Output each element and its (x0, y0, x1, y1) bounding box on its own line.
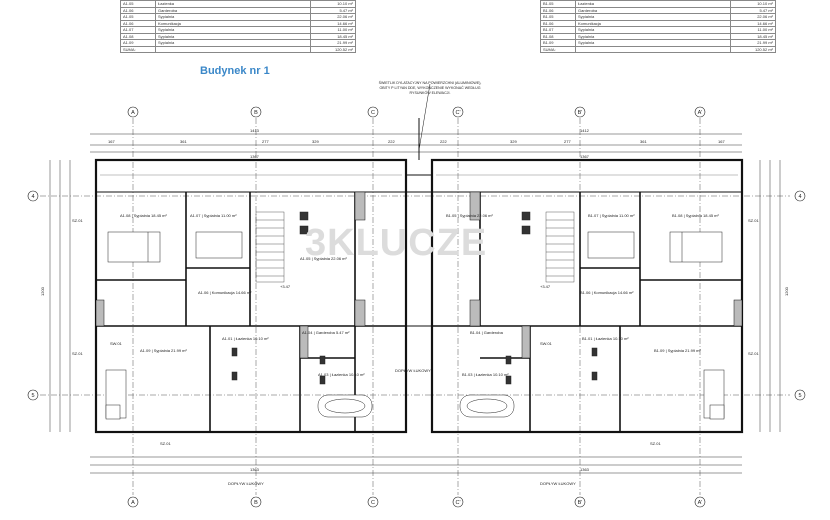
room-label: A1.04 | Garderoba 5.47 m² (302, 330, 350, 335)
room-label: B1.07 | Sypialnia 11.00 m² (588, 213, 635, 218)
skylight-note-line: RYSUNKÓW ELEWACJI. (410, 90, 451, 95)
axis-label: 5 (798, 393, 801, 399)
element-tag: SZ.01 (748, 351, 759, 356)
dimensions-top (90, 133, 742, 153)
bathtub-icon (317, 394, 373, 418)
dimension-text: 361 (180, 139, 187, 144)
axis-label: B' (578, 110, 583, 116)
room-label: A1.01 | Łazienka 10.10 m² (222, 336, 269, 341)
bed-icon (587, 231, 725, 420)
element-tag: SW.01 (540, 341, 553, 346)
room-label: B1.01 | Łazienka 10.10 m² (582, 336, 629, 341)
room-label: B1.03 | Łazienka 10.10 m² (462, 372, 509, 377)
room-label: B1.09 | Sypialnia 21.99 m² (654, 348, 702, 353)
room-label: B1.06 | Komunikacja 14.66 m² (580, 290, 634, 295)
room-label: B1.05 | Sypialnia 22.06 m² (446, 213, 494, 218)
dimension-text: 167 (108, 139, 115, 144)
dimension-text: 1363 (580, 467, 590, 472)
schedule-sum-row: SUMA:120.52 m² (540, 45, 776, 53)
axis-label: A' (698, 110, 703, 116)
dimension-text: 222 (440, 139, 447, 144)
element-tag: SZ.01 (748, 218, 759, 223)
schedule-sum-value: 120.52 m² (310, 45, 356, 53)
dimension-text: 1413 (250, 128, 260, 133)
dimension-text: 329 (312, 139, 319, 144)
axis-label: C' (455, 500, 460, 506)
element-tag: SZ.01 (72, 351, 83, 356)
element-tag: SZ.01 (160, 441, 171, 446)
axis-label: B (254, 110, 258, 116)
schedule-cell: 5.47 m² (310, 6, 356, 14)
axis-label: A' (698, 500, 703, 506)
dimensions-bottom (90, 456, 742, 474)
element-tag: SW.01 (110, 341, 123, 346)
element-tag: SZ.01 (72, 218, 83, 223)
stairs-left (255, 211, 285, 283)
schedule-sum-value: 120.52 m² (730, 45, 776, 53)
axis-label: C' (455, 110, 460, 116)
axis-bubbles-side (27, 190, 806, 401)
element-tag: SZ.01 (650, 441, 661, 446)
axis-label: C (371, 500, 375, 506)
dimension-text: 1367 (580, 154, 590, 159)
skylight-note-line: ŚWIETLIK DYLATACYJNY NA POWIERZCHNI (ALU… (379, 80, 482, 85)
dimension-text: 1412 (580, 128, 590, 133)
sink-icon (505, 211, 598, 385)
axis-label: B' (578, 500, 583, 506)
room-label: B1.08 | Sypialnia 18.45 m² (672, 213, 720, 218)
room-label: A1.08 | Sypialnia 18.45 m² (120, 213, 168, 218)
building-title: Budynek nr 1 (200, 65, 270, 77)
room-label: A1.06 | Komunikacja 14.66 m² (198, 290, 252, 295)
unit-right (430, 158, 744, 434)
dimension-text: 361 (640, 139, 647, 144)
room-label: B1.04 | Garderoba (470, 330, 504, 335)
roof-note: DOPŁYW ŁUKOWY (228, 481, 264, 486)
axis-bubbles-top (127, 106, 706, 118)
room-label: A1.09 | Sypialnia 21.99 m² (140, 348, 188, 353)
dimension-text: 329 (510, 139, 517, 144)
axis-label: 4 (798, 194, 801, 200)
dimension-text: 222 (388, 139, 395, 144)
unit-left (94, 158, 408, 434)
dilatation-joint (406, 83, 432, 327)
axis-label: 4 (31, 194, 34, 200)
level-mark: +3.47 (280, 284, 291, 289)
room-label: A1.05 | Sypialnia 22.06 m² (300, 256, 348, 261)
axis-bubbles-bottom (127, 496, 706, 508)
stairs-right (545, 211, 575, 283)
roof-note: DOPŁYW ŁUKOWY (395, 368, 431, 373)
dimension-text: 1363 (250, 467, 260, 472)
roof-note: DOPŁYW ŁUKOWY (540, 481, 576, 486)
axis-label: A (131, 110, 135, 116)
dimension-text: 1367 (250, 154, 260, 159)
room-label: A1.07 | Sypialnia 11.00 m² (190, 213, 237, 218)
skylight-note-line: OBITY P LITYAN DDE, WYKOŃCZENIE WYKONAĆ … (379, 85, 480, 90)
dimension-text: 1200 (784, 286, 789, 296)
dimension-text: 167 (718, 139, 725, 144)
schedule-sum-row: SUMA:120.52 m² (120, 45, 356, 53)
dimensions-side (49, 160, 781, 432)
dimension-text: 277 (564, 139, 571, 144)
level-mark: +3.47 (540, 284, 551, 289)
bathtub-icon (459, 394, 515, 418)
axis-label: A (131, 500, 135, 506)
axis-label: 5 (31, 393, 34, 399)
dimension-text: 1200 (40, 286, 45, 296)
bed-icon (105, 231, 243, 420)
axis-label: C (371, 110, 375, 116)
axis-label: B (254, 500, 258, 506)
room-label: A1.03 | Łazienka 10.10 m² (318, 372, 365, 377)
dimension-text: 277 (262, 139, 269, 144)
schedule-cell: 5.47 m² (730, 6, 776, 14)
sink-icon (231, 211, 326, 385)
watermark: 3KLUCZE (305, 222, 488, 264)
